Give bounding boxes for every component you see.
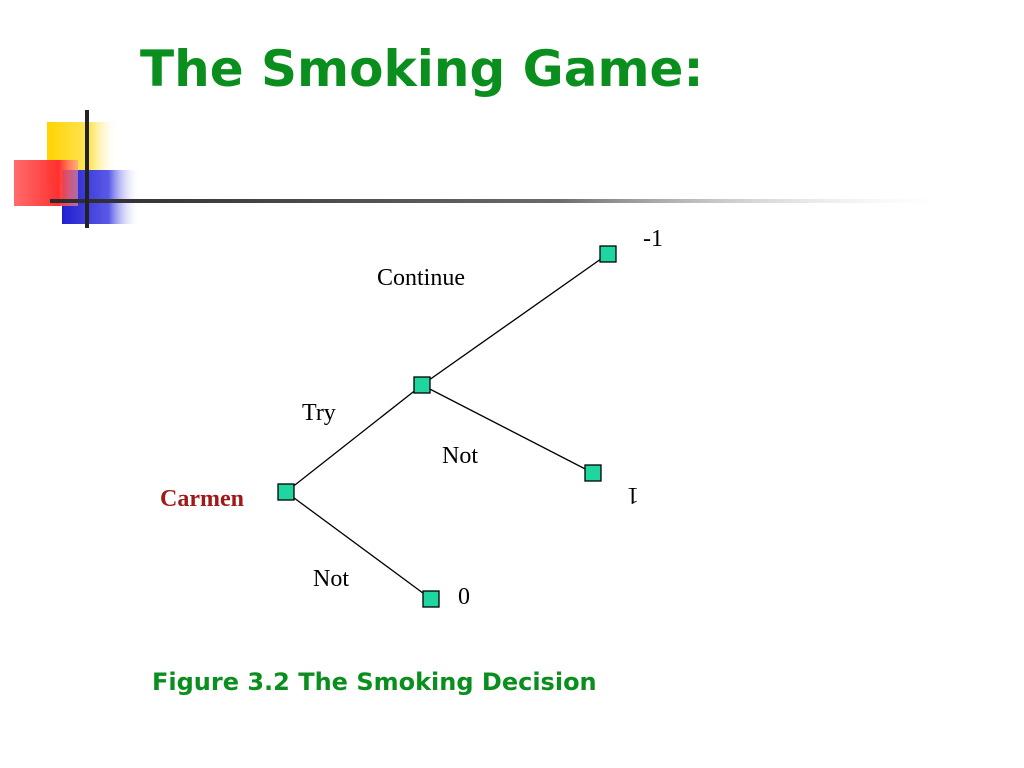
payoff-never: 0 [458, 584, 470, 610]
payoff-quit: 1 [627, 481, 639, 508]
edge-continue [421, 253, 609, 386]
horizontal-rule [50, 199, 970, 203]
payoff-quit-value: 1 [627, 482, 639, 508]
edge-not-root [285, 491, 432, 600]
player-label: Carmen [160, 486, 244, 512]
branch-label-not-second: Not [442, 443, 478, 469]
edge-not-second [421, 384, 594, 474]
node-terminal-quit [584, 464, 602, 482]
red-square [14, 160, 78, 206]
branch-label-continue: Continue [377, 265, 465, 291]
title-decoration [14, 110, 970, 228]
node-terminal-continue [599, 245, 617, 263]
vertical-rule [85, 110, 89, 228]
slide-title: The Smoking Game: [140, 40, 704, 98]
payoff-continue: -1 [643, 226, 663, 252]
node-terminal-never [422, 590, 440, 608]
branch-label-try: Try [302, 400, 336, 426]
node-decision-two [413, 376, 431, 394]
edge-try [285, 384, 423, 493]
branch-label-not-root: Not [313, 566, 349, 592]
figure-caption: Figure 3.2 The Smoking Decision [152, 668, 597, 696]
node-carmen [277, 483, 295, 501]
